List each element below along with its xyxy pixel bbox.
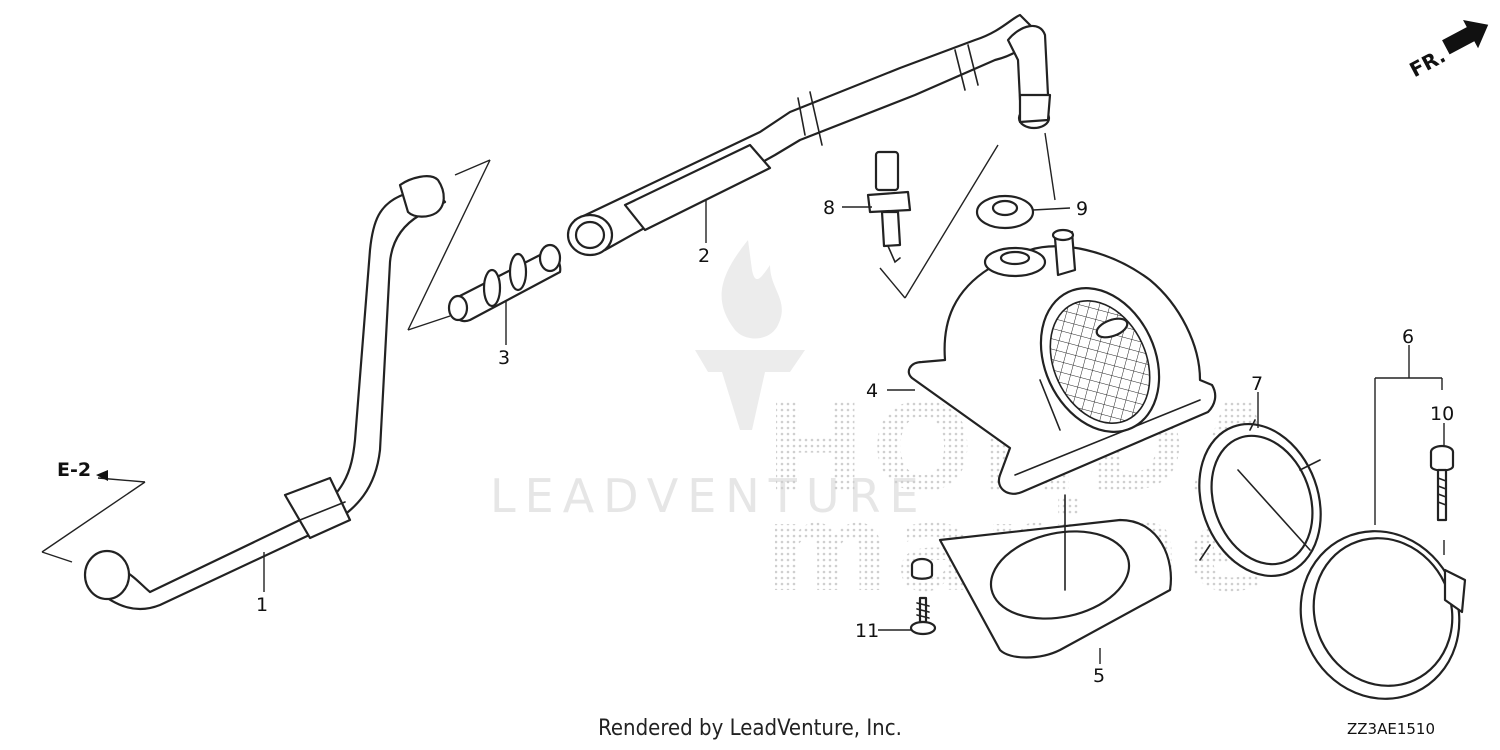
diagram-code: ZZ3AE1510 xyxy=(1347,720,1436,738)
watermark-logo-text: LEADVENTURE xyxy=(490,469,928,523)
part-5-gasket xyxy=(938,494,1172,659)
front-direction-arrow-icon xyxy=(1442,20,1489,55)
callout-5: 5 xyxy=(1093,665,1105,687)
part-2-hose xyxy=(566,13,1052,257)
callout-10: 10 xyxy=(1430,403,1454,425)
part-11-screw xyxy=(909,557,937,636)
callout-2: 2 xyxy=(698,245,710,267)
callouts: 1 2 3 4 5 6 7 8 9 10 11 xyxy=(256,197,1454,687)
footer-credit: Rendered by LeadVenture, Inc. xyxy=(598,716,902,741)
callout-9: 9 xyxy=(1076,198,1088,220)
front-direction-label: FR. xyxy=(1405,43,1449,82)
part-7-band xyxy=(1198,419,1322,578)
reference-label-e2: E-2 xyxy=(57,459,91,481)
leader-lines xyxy=(263,200,1445,664)
front-direction-indicator: FR. xyxy=(1405,20,1489,82)
watermark: LEADVENTURE HONDA marine xyxy=(490,240,1284,619)
part-10-bolt xyxy=(1429,444,1455,522)
callout-7: 7 xyxy=(1251,373,1263,395)
callout-1: 1 xyxy=(256,594,268,616)
part-8-sensor xyxy=(866,144,999,299)
part-9-grommet xyxy=(975,132,1056,230)
watermark-logo-icon xyxy=(695,240,805,430)
part-1-hose xyxy=(83,175,447,610)
part-3-joint xyxy=(407,159,562,331)
callout-6: 6 xyxy=(1402,326,1414,348)
callout-8: 8 xyxy=(823,197,835,219)
callout-11: 11 xyxy=(855,620,879,642)
part-4-housing xyxy=(907,228,1217,495)
callout-3: 3 xyxy=(498,347,510,369)
callout-4: 4 xyxy=(866,380,878,402)
part-6-clamp xyxy=(1299,377,1467,700)
reference-bracket: E-2 xyxy=(41,459,146,563)
